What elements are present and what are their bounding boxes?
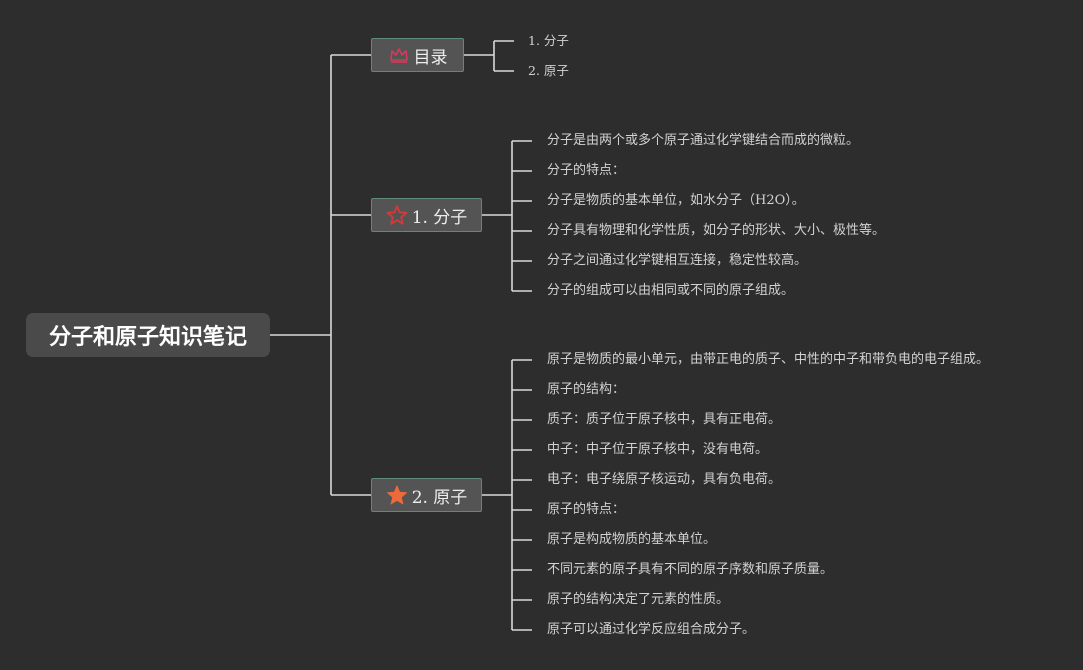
atom-note[interactable]: 电子：电子绕原子核运动，具有负电荷。 (547, 472, 782, 487)
atom-note[interactable]: 原子是物质的最小单元，由带正电的质子、中性的中子和带负电的电子组成。 (547, 352, 990, 367)
filled-star-icon (386, 484, 408, 506)
root-title: 分子和原子知识笔记 (48, 325, 247, 350)
molecule-note[interactable]: 分子是物质的基本单位，如水分子（H2O）。 (547, 193, 805, 208)
atom-note[interactable]: 原子的结构： (547, 382, 626, 397)
branch-molecule-label: 1. 分子 (411, 207, 468, 228)
outline-star-icon (386, 204, 408, 226)
branch-atom-label: 2. 原子 (411, 487, 468, 508)
molecule-note[interactable]: 分子的特点： (547, 163, 626, 178)
atom-note[interactable]: 不同元素的原子具有不同的原子序数和原子质量。 (547, 562, 834, 577)
atom-note[interactable]: 原子的特点： (547, 502, 626, 517)
atom-note[interactable]: 原子可以通过化学反应组合成分子。 (547, 622, 756, 637)
branch-toc-label: 目录 (413, 47, 448, 68)
branch-atom[interactable]: 2. 原子 (371, 478, 482, 512)
toc-item[interactable]: 1. 分子 (528, 33, 569, 48)
atom-note[interactable]: 质子：质子位于原子核中，具有正电荷。 (547, 412, 782, 427)
molecule-note[interactable]: 分子具有物理和化学性质，如分子的形状、大小、极性等。 (547, 223, 886, 238)
atom-note[interactable]: 原子的结构决定了元素的性质。 (547, 592, 730, 607)
atom-note[interactable]: 中子：中子位于原子核中，没有电荷。 (547, 442, 769, 457)
branch-molecule[interactable]: 1. 分子 (371, 198, 482, 232)
branch-toc[interactable]: 目录 (371, 38, 464, 72)
toc-item[interactable]: 2. 原子 (528, 63, 569, 78)
molecule-note[interactable]: 分子的组成可以由相同或不同的原子组成。 (547, 283, 795, 298)
outline-crown-icon (388, 44, 410, 66)
molecule-note[interactable]: 分子之间通过化学键相互连接，稳定性较高。 (547, 253, 808, 268)
atom-note[interactable]: 原子是构成物质的基本单位。 (547, 532, 717, 547)
root-node[interactable]: 分子和原子知识笔记 (26, 313, 270, 357)
molecule-note[interactable]: 分子是由两个或多个原子通过化学键结合而成的微粒。 (547, 133, 860, 148)
